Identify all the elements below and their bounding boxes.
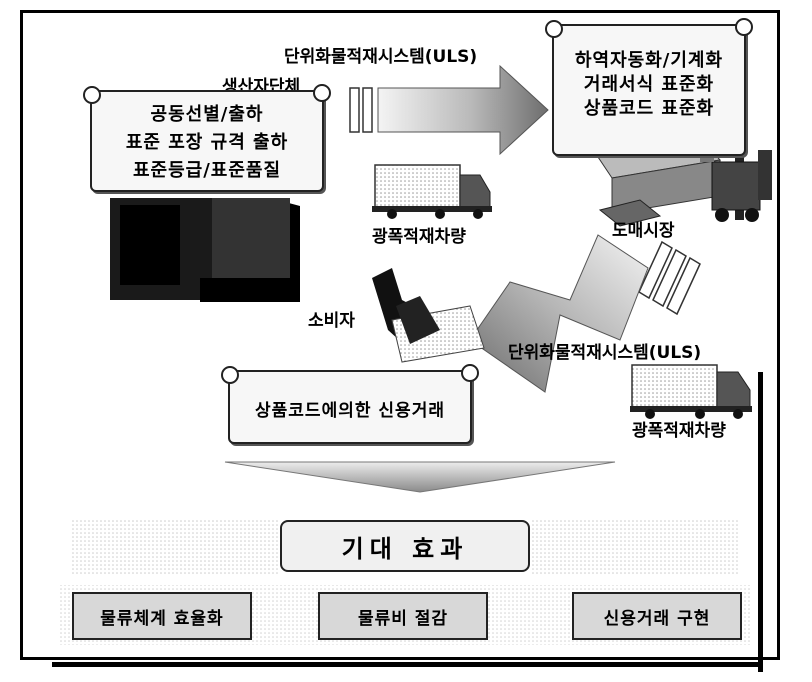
- truck-label-top: 광폭적재차량: [372, 227, 466, 247]
- frame-shadow-right: [758, 372, 763, 672]
- down-band-arrow: [224, 461, 616, 493]
- uls-arrow-bottom: [469, 234, 701, 393]
- effect-logistics-efficiency: 물류체계 효율화: [72, 592, 252, 640]
- wholesale-scroll-line-1: 하역자동화/기계화: [574, 50, 724, 71]
- consumer-scroll: 상품코드에의한 신용거래: [221, 364, 479, 444]
- uls-arrow-top: [349, 64, 549, 156]
- producer-scroll-line-2: 표준 포장 규격 출하: [125, 132, 289, 153]
- wholesale-label: 도매시장: [612, 221, 675, 241]
- uls-label-bottom: 단위화물적재시스템(ULS): [508, 343, 702, 363]
- expected-effects-title: 기대 효과: [280, 520, 530, 572]
- wholesale-scroll: 하역자동화/기계화 거래서식 표준화 상품코드 표준화: [545, 18, 753, 156]
- effect-credit-trade: 신용거래 구현: [572, 592, 742, 640]
- producer-scroll: 공동선별/출하 표준 포장 규격 출하 표준등급/표준품질: [83, 84, 331, 192]
- wholesale-scroll-line-2: 거래서식 표준화: [583, 74, 715, 95]
- truck-label-bottom: 광폭적재차량: [632, 421, 726, 441]
- consumer-scroll-line-1: 상품코드에의한 신용거래: [255, 401, 445, 421]
- producer-boxes-image: [110, 198, 300, 302]
- frame-shadow-bottom: [52, 662, 763, 667]
- consumer-label: 소비자: [308, 311, 355, 331]
- truck-top-image: [372, 164, 492, 219]
- uls-label-top: 단위화물적재시스템(ULS): [284, 47, 478, 67]
- producer-scroll-line-3: 표준등급/표준품질: [132, 160, 282, 181]
- consumer-image: [372, 268, 485, 363]
- effect-logistics-cost: 물류비 절감: [318, 592, 488, 640]
- producer-scroll-line-1: 공동선별/출하: [150, 104, 264, 125]
- truck-bottom-image: [630, 364, 752, 419]
- wholesale-market-image: [591, 120, 772, 227]
- wholesale-scroll-line-3: 상품코드 표준화: [583, 98, 715, 119]
